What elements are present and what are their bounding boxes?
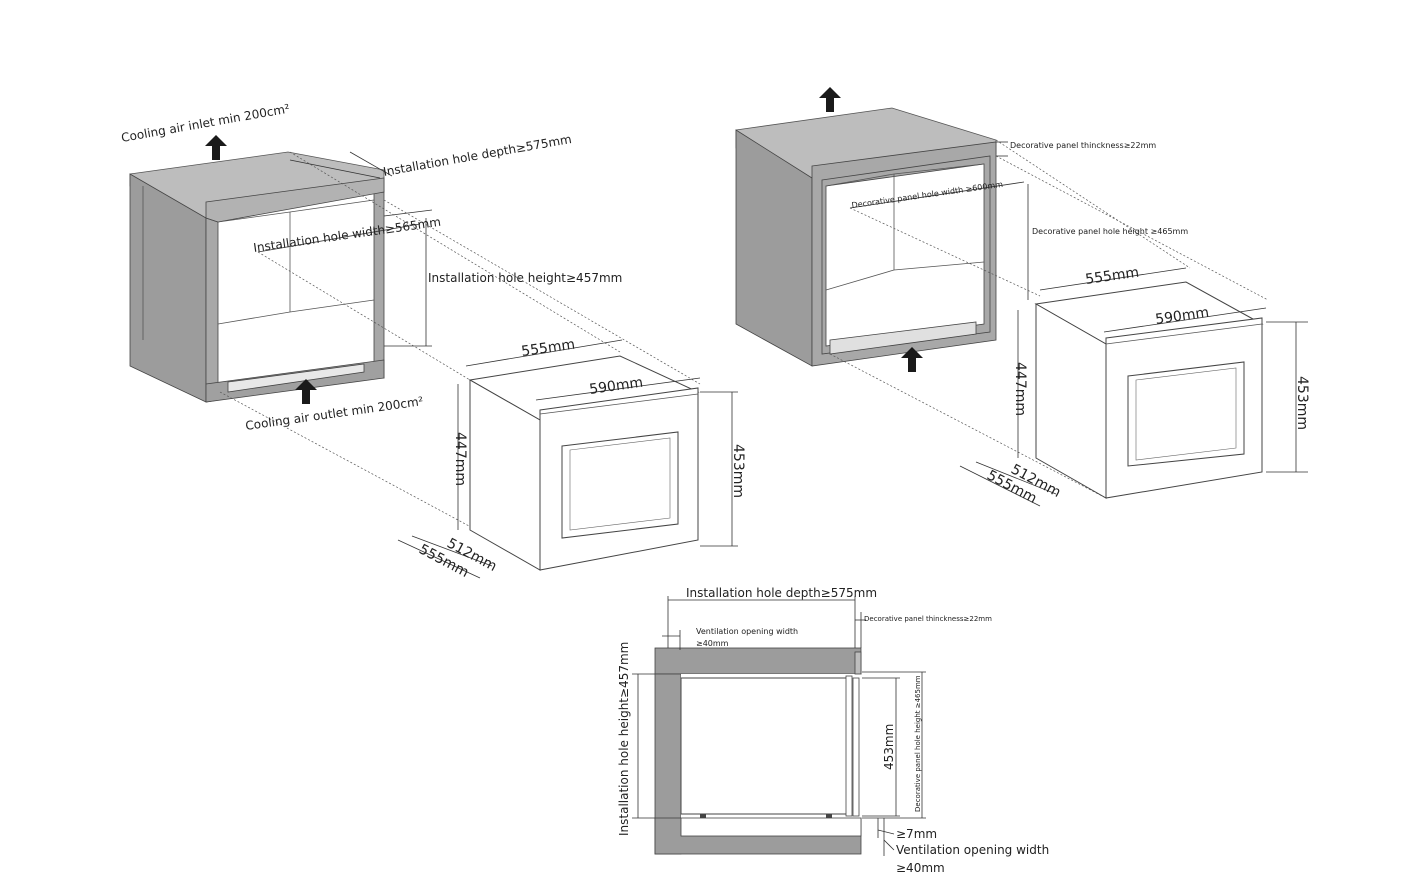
left-cabinet [129, 151, 385, 403]
left-appliance-width: 590mm [588, 375, 644, 398]
right-cabinet [735, 107, 997, 367]
right-inlet-arrow [819, 87, 841, 112]
left-cooling-air-outlet: Cooling air outlet min 200cm² [244, 394, 424, 433]
side-appliance-height: 453mm [882, 724, 896, 770]
side-vent-top-line1: Ventilation opening width [696, 627, 798, 636]
side-hole-height: Installation hole height≥457mm [617, 642, 631, 836]
left-appliance [397, 339, 738, 579]
left-cabinet-dimensions [219, 151, 701, 563]
side-panel-thickness: Decorative panel thinckness≥22mm [864, 615, 992, 623]
right-cabinet-dimensions [829, 139, 1269, 499]
right-appliance-width: 590mm [1154, 305, 1210, 328]
side-vent-top-line2: ≥40mm [696, 639, 729, 648]
right-appliance-depth-top: 555mm [1084, 265, 1140, 288]
side-hole-depth: Installation hole depth≥575mm [686, 586, 877, 600]
left-hole-height: Installation hole height≥457mm [428, 271, 622, 285]
right-panel-thickness: Decorative panel thinckness≥22mm [1010, 141, 1156, 150]
side-view [632, 596, 926, 856]
left-hole-width: Installation hole width≥565mm [252, 215, 441, 255]
left-hole-depth: Installation hole depth≥575mm [382, 132, 573, 179]
left-appliance-height-side: 447mm [452, 432, 468, 486]
left-inlet-arrow [205, 135, 227, 160]
left-appliance-depth-top: 555mm [520, 337, 576, 360]
side-gap: ≥7mm [896, 827, 937, 841]
side-vent-bottom-line1: Ventilation opening width [896, 843, 1049, 857]
right-appliance [959, 267, 1308, 507]
right-panel-hole-height: Decorative panel hole height ≥465mm [1032, 227, 1188, 236]
right-appliance-height-side: 447mm [1012, 362, 1028, 416]
left-appliance-height-front: 453mm [730, 444, 746, 498]
side-panel-hole-height: Decorative panel hole height ≥465mm [914, 675, 922, 812]
right-appliance-height-front: 453mm [1294, 376, 1310, 430]
left-cooling-air-inlet: Cooling air inlet min 200cm² [120, 101, 291, 144]
side-vent-bottom-line2: ≥40mm [896, 861, 945, 875]
